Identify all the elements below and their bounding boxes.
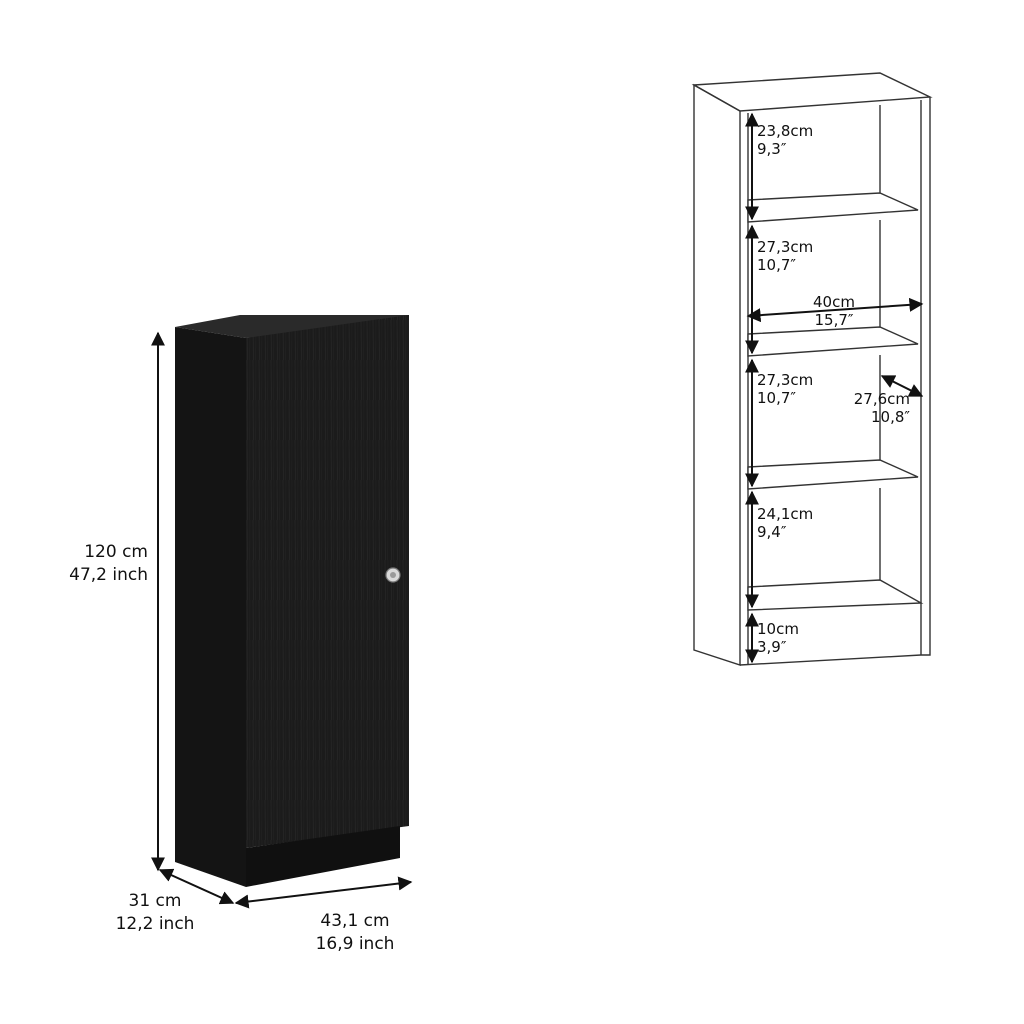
shelf-3 — [747, 459, 919, 490]
shelf-4-label: 24,1cm 9,4″ — [757, 505, 814, 541]
width-inch: 16,9 inch — [315, 934, 395, 954]
base-label: 10cm 3,9″ — [757, 620, 799, 656]
depth-cm: 31 cm — [128, 891, 182, 911]
width-dimension-arrow — [234, 876, 413, 909]
inner-width-label: 40cm 15,7″ — [813, 293, 855, 329]
depth-inch: 12,2 inch — [115, 914, 195, 934]
width-label: 43,1 cm 16,9 inch — [300, 910, 410, 956]
width-cm: 43,1 cm — [320, 911, 390, 931]
inner-depth-arrow — [880, 375, 924, 397]
depth-label: 31 cm 12,2 inch — [100, 890, 210, 936]
inner-depth-label: 27,6cm 10,8″ — [853, 390, 910, 426]
shelf-3-label: 27,3cm 10,7″ — [757, 371, 814, 407]
cabinet-illustration — [175, 315, 409, 887]
inner-width-arrow — [746, 297, 924, 323]
shelf-2 — [747, 326, 919, 357]
shelf-1 — [747, 192, 919, 223]
depth-dimension-arrow — [158, 868, 235, 905]
interior-illustration — [691, 72, 933, 666]
cabinet-plinth — [246, 826, 400, 887]
height-cm: 120 cm — [84, 542, 148, 562]
shelf-bottom — [747, 579, 924, 611]
shelf-1-label: 23,8cm 9,3″ — [757, 122, 814, 158]
cabinet-side-panel — [175, 327, 246, 887]
height-label: 120 cm 47,2 inch — [60, 541, 148, 587]
height-inch: 47,2 inch — [69, 565, 148, 585]
cabinet-door — [246, 315, 409, 848]
cabinet-top — [175, 315, 409, 338]
shelf-2-label: 27,3cm 10,7″ — [757, 238, 814, 274]
